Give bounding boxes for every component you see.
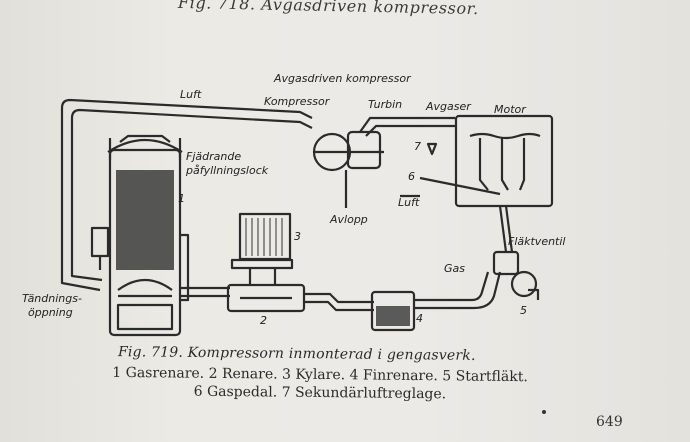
- gas-cleaner-body: [108, 148, 182, 337]
- air-pipe-inner: [70, 108, 313, 282]
- label-luft-top: Luft: [180, 88, 202, 101]
- cleaner-inner-cone: [117, 278, 173, 291]
- label-avgasdriven: Avgasdriven kompressor: [273, 72, 412, 85]
- cleaner-side-pipe: [180, 233, 190, 302]
- renare-body: [226, 283, 306, 313]
- turbine-housing: [346, 130, 382, 170]
- sekundarluftreglage: [426, 142, 438, 156]
- number-4: 4: [416, 312, 423, 325]
- motor-block: [454, 114, 554, 208]
- finrenare-to-valve-pipe-b: [414, 271, 502, 310]
- number-5: 5: [520, 304, 527, 317]
- label-kompressor: Kompressor: [264, 95, 331, 108]
- flaktventil-stem-2: [504, 205, 514, 253]
- gaspedal-lever: [419, 176, 501, 196]
- number-3: 3: [294, 230, 301, 243]
- sight-glass: [90, 226, 110, 258]
- finrenare-filling: [376, 306, 410, 326]
- renare-to-finrenare-pipe-b: [304, 300, 374, 312]
- exhaust-manifold: [469, 132, 541, 140]
- number-1: 1: [178, 192, 185, 205]
- turbin-to-motor-pipe-a: [359, 116, 455, 133]
- label-flaktventil: Fläktventil: [508, 235, 565, 248]
- manifold-runner-1: [478, 138, 489, 191]
- finrenare-to-valve-pipe-a: [414, 271, 490, 302]
- label-avlopp: Avlopp: [329, 213, 368, 226]
- label-motor: Motor: [494, 103, 527, 116]
- label-turbin: Turbin: [368, 98, 402, 111]
- number-6: 6: [408, 170, 415, 183]
- page-number: 649: [596, 414, 623, 430]
- number-7: 7: [414, 140, 421, 153]
- print-speck: [542, 410, 546, 414]
- label-avgaser: Avgaser: [425, 100, 472, 113]
- kylare-base: [230, 258, 294, 270]
- renare-to-finrenare-pipe-a: [304, 292, 374, 304]
- air-pipe-outer: [60, 98, 313, 292]
- flaktventil-stem: [498, 205, 508, 253]
- label-luft-mid: Luft: [398, 196, 420, 209]
- label-fjadrande-2: påfyllningslock: [185, 164, 269, 177]
- manifold-runner-2: [500, 138, 509, 191]
- finrenare-body: [370, 290, 416, 332]
- gas-cleaner-cap: [107, 138, 183, 153]
- label-fjadrande-1: Fjädrande: [186, 150, 241, 163]
- label-gas: Gas: [444, 262, 465, 275]
- number-2: 2: [260, 314, 267, 327]
- label-tandnings-1: Tändnings-: [22, 292, 82, 305]
- label-tandnings-2: öppning: [28, 306, 73, 319]
- startflakt-housing: [510, 270, 538, 298]
- kylare-fins: [245, 218, 283, 256]
- startflakt-outlet: [528, 288, 540, 300]
- turbin-to-motor-pipe-b: [365, 124, 455, 137]
- figure-legend: 1 Gasrenare. 2 Renare. 3 Kylare. 4 Finre…: [60, 363, 580, 404]
- manifold-runner-3: [518, 138, 526, 191]
- cleaner-base: [116, 303, 174, 331]
- cleaner-filling: [116, 170, 174, 270]
- filler-lid-spring: [119, 134, 171, 143]
- flaktventil-body: [492, 250, 520, 276]
